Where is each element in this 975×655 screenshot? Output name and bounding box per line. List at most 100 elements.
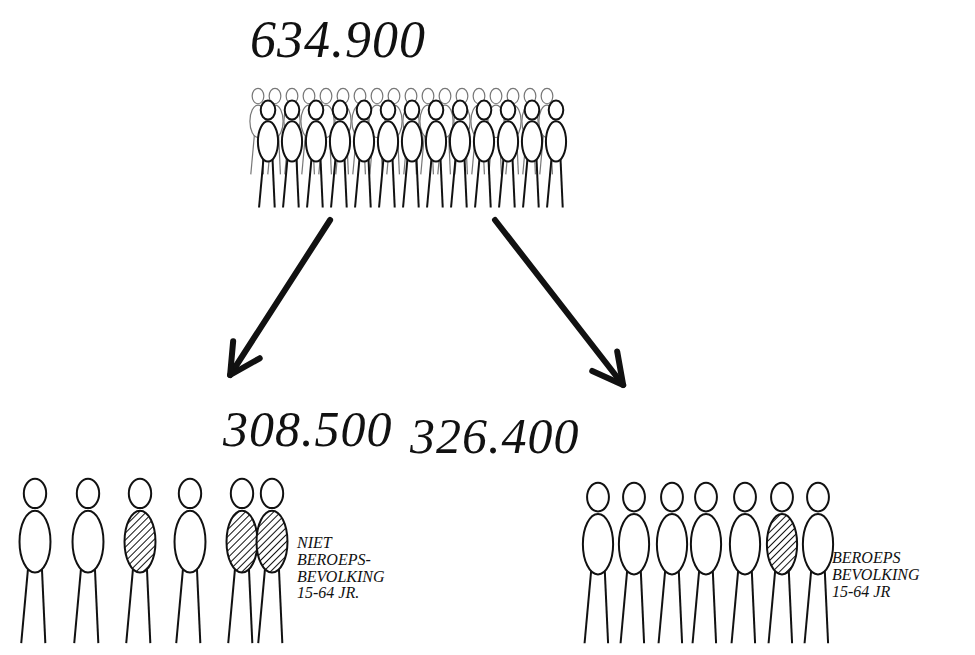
figure-body <box>282 121 302 161</box>
figure-leg <box>42 567 45 643</box>
figure-leg <box>403 158 407 207</box>
figure-leg <box>659 569 666 643</box>
figure-head <box>285 101 300 120</box>
figure-leg <box>605 569 608 643</box>
figure-body <box>378 121 398 161</box>
figure-head <box>695 483 717 512</box>
figure-body <box>730 514 760 574</box>
figure-leg <box>752 569 755 643</box>
figure-head <box>333 101 348 120</box>
figure-head <box>549 101 564 120</box>
figure-body <box>619 514 649 574</box>
figure-head <box>439 88 451 103</box>
figure-head <box>405 101 420 120</box>
stick-figure <box>657 483 687 643</box>
figure-leg <box>451 158 455 207</box>
figure-body <box>522 121 542 161</box>
figure-leg <box>440 158 442 207</box>
figure-leg <box>523 158 527 207</box>
figure-leg <box>259 158 263 207</box>
group-label: BEROEPS BEVOLKING 15-64 JR <box>832 550 944 600</box>
figure-body <box>257 511 288 573</box>
stick-figure <box>546 101 566 208</box>
figure-leg <box>307 158 311 207</box>
figure-leg <box>320 158 322 207</box>
figure-leg <box>283 158 287 207</box>
figure-leg <box>279 567 282 643</box>
stick-figure <box>257 479 288 643</box>
count-number: 308.500 <box>223 403 393 456</box>
figure-head <box>261 479 283 508</box>
figure-leg <box>249 567 252 643</box>
stick-figure <box>258 101 278 208</box>
stick-figure <box>691 483 721 643</box>
figure-leg <box>536 158 538 207</box>
figure-head <box>77 479 99 508</box>
figure-leg <box>21 567 28 643</box>
figure-leg <box>272 158 274 207</box>
arrow-head <box>230 341 260 375</box>
figure-leg <box>713 569 716 643</box>
figure-leg <box>228 567 235 643</box>
figure-head <box>541 88 553 103</box>
figure-head <box>661 483 683 512</box>
figure-leg <box>126 567 133 643</box>
stick-figure <box>803 483 833 643</box>
figure-leg <box>641 569 644 643</box>
figure-leg <box>464 158 466 207</box>
figure-body <box>354 121 374 161</box>
stick-figure <box>306 101 326 208</box>
crowd-figures <box>250 88 566 207</box>
figure-leg <box>392 158 394 207</box>
figure-leg <box>258 567 265 643</box>
figure-leg <box>251 135 255 175</box>
figure-head <box>381 101 396 120</box>
figure-body <box>175 511 206 573</box>
count-number: 326.400 <box>410 410 580 463</box>
figure-leg <box>197 567 200 643</box>
figure-body <box>803 514 833 574</box>
figure-head <box>179 479 201 508</box>
figure-head <box>623 483 645 512</box>
figure-body <box>306 121 326 161</box>
figure-body <box>330 121 350 161</box>
flow-arrow <box>230 220 330 375</box>
arrow-group <box>495 220 623 385</box>
figure-head <box>501 101 516 120</box>
stick-figure <box>402 101 422 208</box>
figure-leg <box>147 567 150 643</box>
figure-head <box>525 101 540 120</box>
figure-leg <box>512 158 514 207</box>
figure-body <box>125 511 156 573</box>
figure-body <box>402 121 422 161</box>
stick-figure <box>619 483 649 643</box>
stick-figure <box>522 101 542 208</box>
stick-figure <box>20 479 51 643</box>
group-figures <box>583 483 833 643</box>
figure-body <box>498 121 518 161</box>
figure-leg <box>805 569 812 643</box>
arrow-group <box>230 220 330 375</box>
group-figures <box>20 479 288 643</box>
flow-arrow <box>495 220 623 385</box>
figure-leg <box>74 567 81 643</box>
figure-body <box>691 514 721 574</box>
figure-body <box>73 511 104 573</box>
figure-leg <box>789 569 792 643</box>
stick-figure <box>767 483 797 643</box>
stick-figure <box>227 479 258 643</box>
figure-body <box>583 514 613 574</box>
figure-body <box>20 511 51 573</box>
figure-leg <box>379 158 383 207</box>
figure-leg <box>176 567 183 643</box>
figure-leg <box>585 569 592 643</box>
figure-head <box>261 101 276 120</box>
stick-figure <box>583 483 613 643</box>
stick-figure <box>378 101 398 208</box>
figure-head <box>453 101 468 120</box>
figure-leg <box>296 158 298 207</box>
figure-body <box>450 121 470 161</box>
figure-head <box>24 479 46 508</box>
